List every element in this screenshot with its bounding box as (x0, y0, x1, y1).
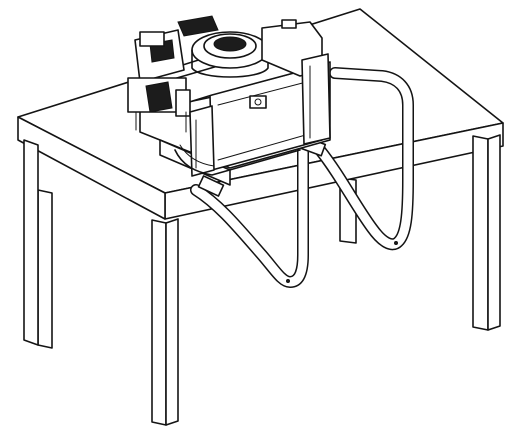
plate-detail (217, 79, 315, 106)
starter-grip (177, 15, 219, 37)
table-top-left-edge (17, 116, 166, 220)
carburetor (145, 81, 173, 113)
table-leg-front-left (151, 219, 167, 426)
table-leg-front-left-side (165, 218, 179, 426)
linkage (175, 89, 191, 117)
table-leg-front-right-side (487, 134, 501, 331)
engine (127, 15, 331, 186)
bolt (254, 98, 262, 106)
plate-bolt-plate (249, 95, 267, 109)
mount-bracket-inner (179, 144, 215, 167)
rivet (394, 241, 398, 245)
table-leg-back-left (37, 189, 53, 349)
air-cleaner-top (213, 36, 247, 52)
table-leg-back-left-side (23, 139, 39, 346)
fuel-cap (281, 19, 297, 29)
rivet (286, 279, 290, 283)
clamp-left (197, 175, 225, 197)
table-leg-front-right (472, 135, 489, 331)
mount-bracket (174, 149, 301, 176)
rear-rail (301, 53, 331, 145)
spark-cover (139, 31, 165, 47)
plate-detail (217, 131, 317, 161)
blower-side (191, 49, 269, 78)
